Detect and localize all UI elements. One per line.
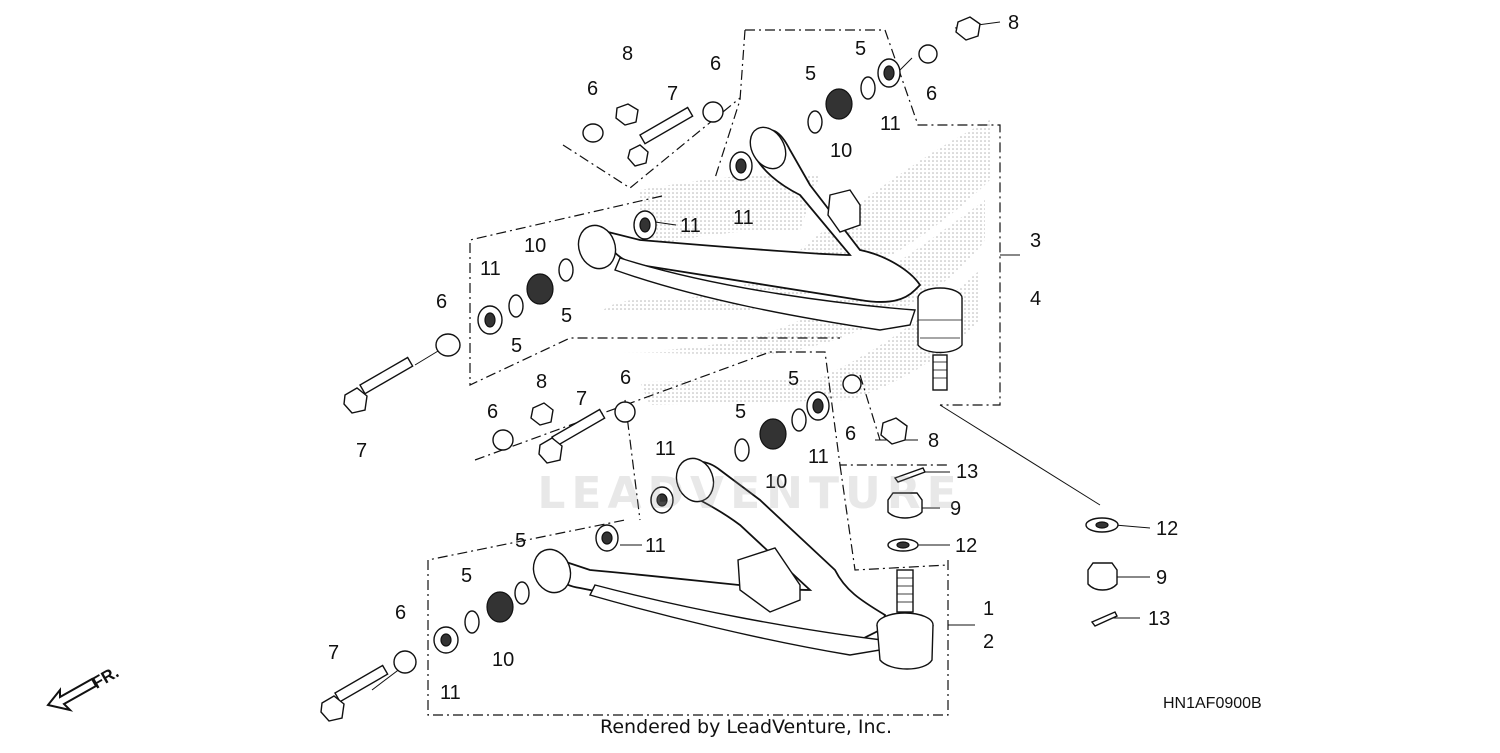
- bushings: [486, 88, 853, 623]
- callout-5: 5: [461, 565, 472, 587]
- callout-10: 10: [830, 140, 852, 162]
- callout-6: 6: [845, 423, 856, 445]
- callout-5: 5: [511, 335, 522, 357]
- diagram-code: HN1AF0900B: [1163, 695, 1262, 712]
- collars: [393, 44, 938, 674]
- callout-8: 8: [622, 43, 633, 65]
- callout-11: 11: [733, 207, 754, 229]
- render-credit: Rendered by LeadVenture, Inc.: [600, 716, 893, 738]
- callout-12: 12: [955, 535, 977, 557]
- callout-10: 10: [492, 649, 514, 671]
- bolt-7-upper: [627, 106, 694, 167]
- lower-ball-joint: [876, 569, 934, 670]
- upper-ball-joint: [917, 287, 963, 391]
- callout-11: 11: [680, 215, 701, 237]
- callout-11: 11: [645, 535, 666, 557]
- callout-8: 8: [1008, 12, 1019, 34]
- callout-11: 11: [440, 682, 461, 704]
- callout-7: 7: [356, 440, 367, 462]
- callout-6: 6: [620, 367, 631, 389]
- callout-5: 5: [805, 63, 816, 85]
- callout-6: 6: [926, 83, 937, 105]
- bolt-7-left: [343, 356, 414, 414]
- bolt-7-mid: [538, 408, 606, 464]
- callout-10: 10: [765, 471, 787, 493]
- callout-7: 7: [576, 388, 587, 410]
- callout-5: 5: [735, 401, 746, 423]
- callout-5: 5: [855, 38, 866, 60]
- front-direction-arrow-icon: [46, 677, 98, 712]
- callout-numbers: 8 6 5 5 11 10 8 6 7 6 11 11 3 4 11 10 5 …: [328, 12, 1178, 704]
- bolts: [320, 106, 694, 722]
- ball-joint-hardware: [887, 467, 1119, 627]
- callout-11: 11: [880, 113, 901, 135]
- callout-4: 4: [1030, 288, 1041, 310]
- callout-7: 7: [328, 642, 339, 664]
- bearings: [433, 58, 901, 654]
- callout-9: 9: [950, 498, 961, 520]
- callout-11: 11: [655, 438, 676, 460]
- callout-13: 13: [956, 461, 978, 483]
- callout-6: 6: [395, 602, 406, 624]
- flange-nuts: [530, 16, 981, 445]
- leader-lines: [371, 21, 1151, 691]
- assembly-frames: [427, 29, 1001, 716]
- lower-control-arm: [532, 457, 934, 670]
- callout-6: 6: [710, 53, 721, 75]
- callout-6: 6: [587, 78, 598, 100]
- callout-8: 8: [536, 371, 547, 393]
- callout-6: 6: [436, 291, 447, 313]
- callout-5: 5: [788, 368, 799, 390]
- callout-7: 7: [667, 83, 678, 105]
- callout-13: 13: [1148, 608, 1170, 630]
- callout-6: 6: [487, 401, 498, 423]
- callout-2: 2: [983, 631, 994, 653]
- o-rings: [464, 76, 876, 634]
- callout-10: 10: [524, 235, 546, 257]
- callout-12: 12: [1156, 518, 1178, 540]
- watermark: LEADVENTURE: [537, 468, 963, 519]
- callout-1: 1: [983, 598, 994, 620]
- callout-11: 11: [480, 258, 501, 280]
- callout-5: 5: [561, 305, 572, 327]
- bolt-7-low: [320, 664, 389, 722]
- upper-control-arm: [577, 126, 963, 391]
- callout-8: 8: [928, 430, 939, 452]
- callout-11: 11: [808, 446, 829, 468]
- callout-3: 3: [1030, 230, 1041, 252]
- callout-5: 5: [515, 530, 526, 552]
- callout-9: 9: [1156, 567, 1167, 589]
